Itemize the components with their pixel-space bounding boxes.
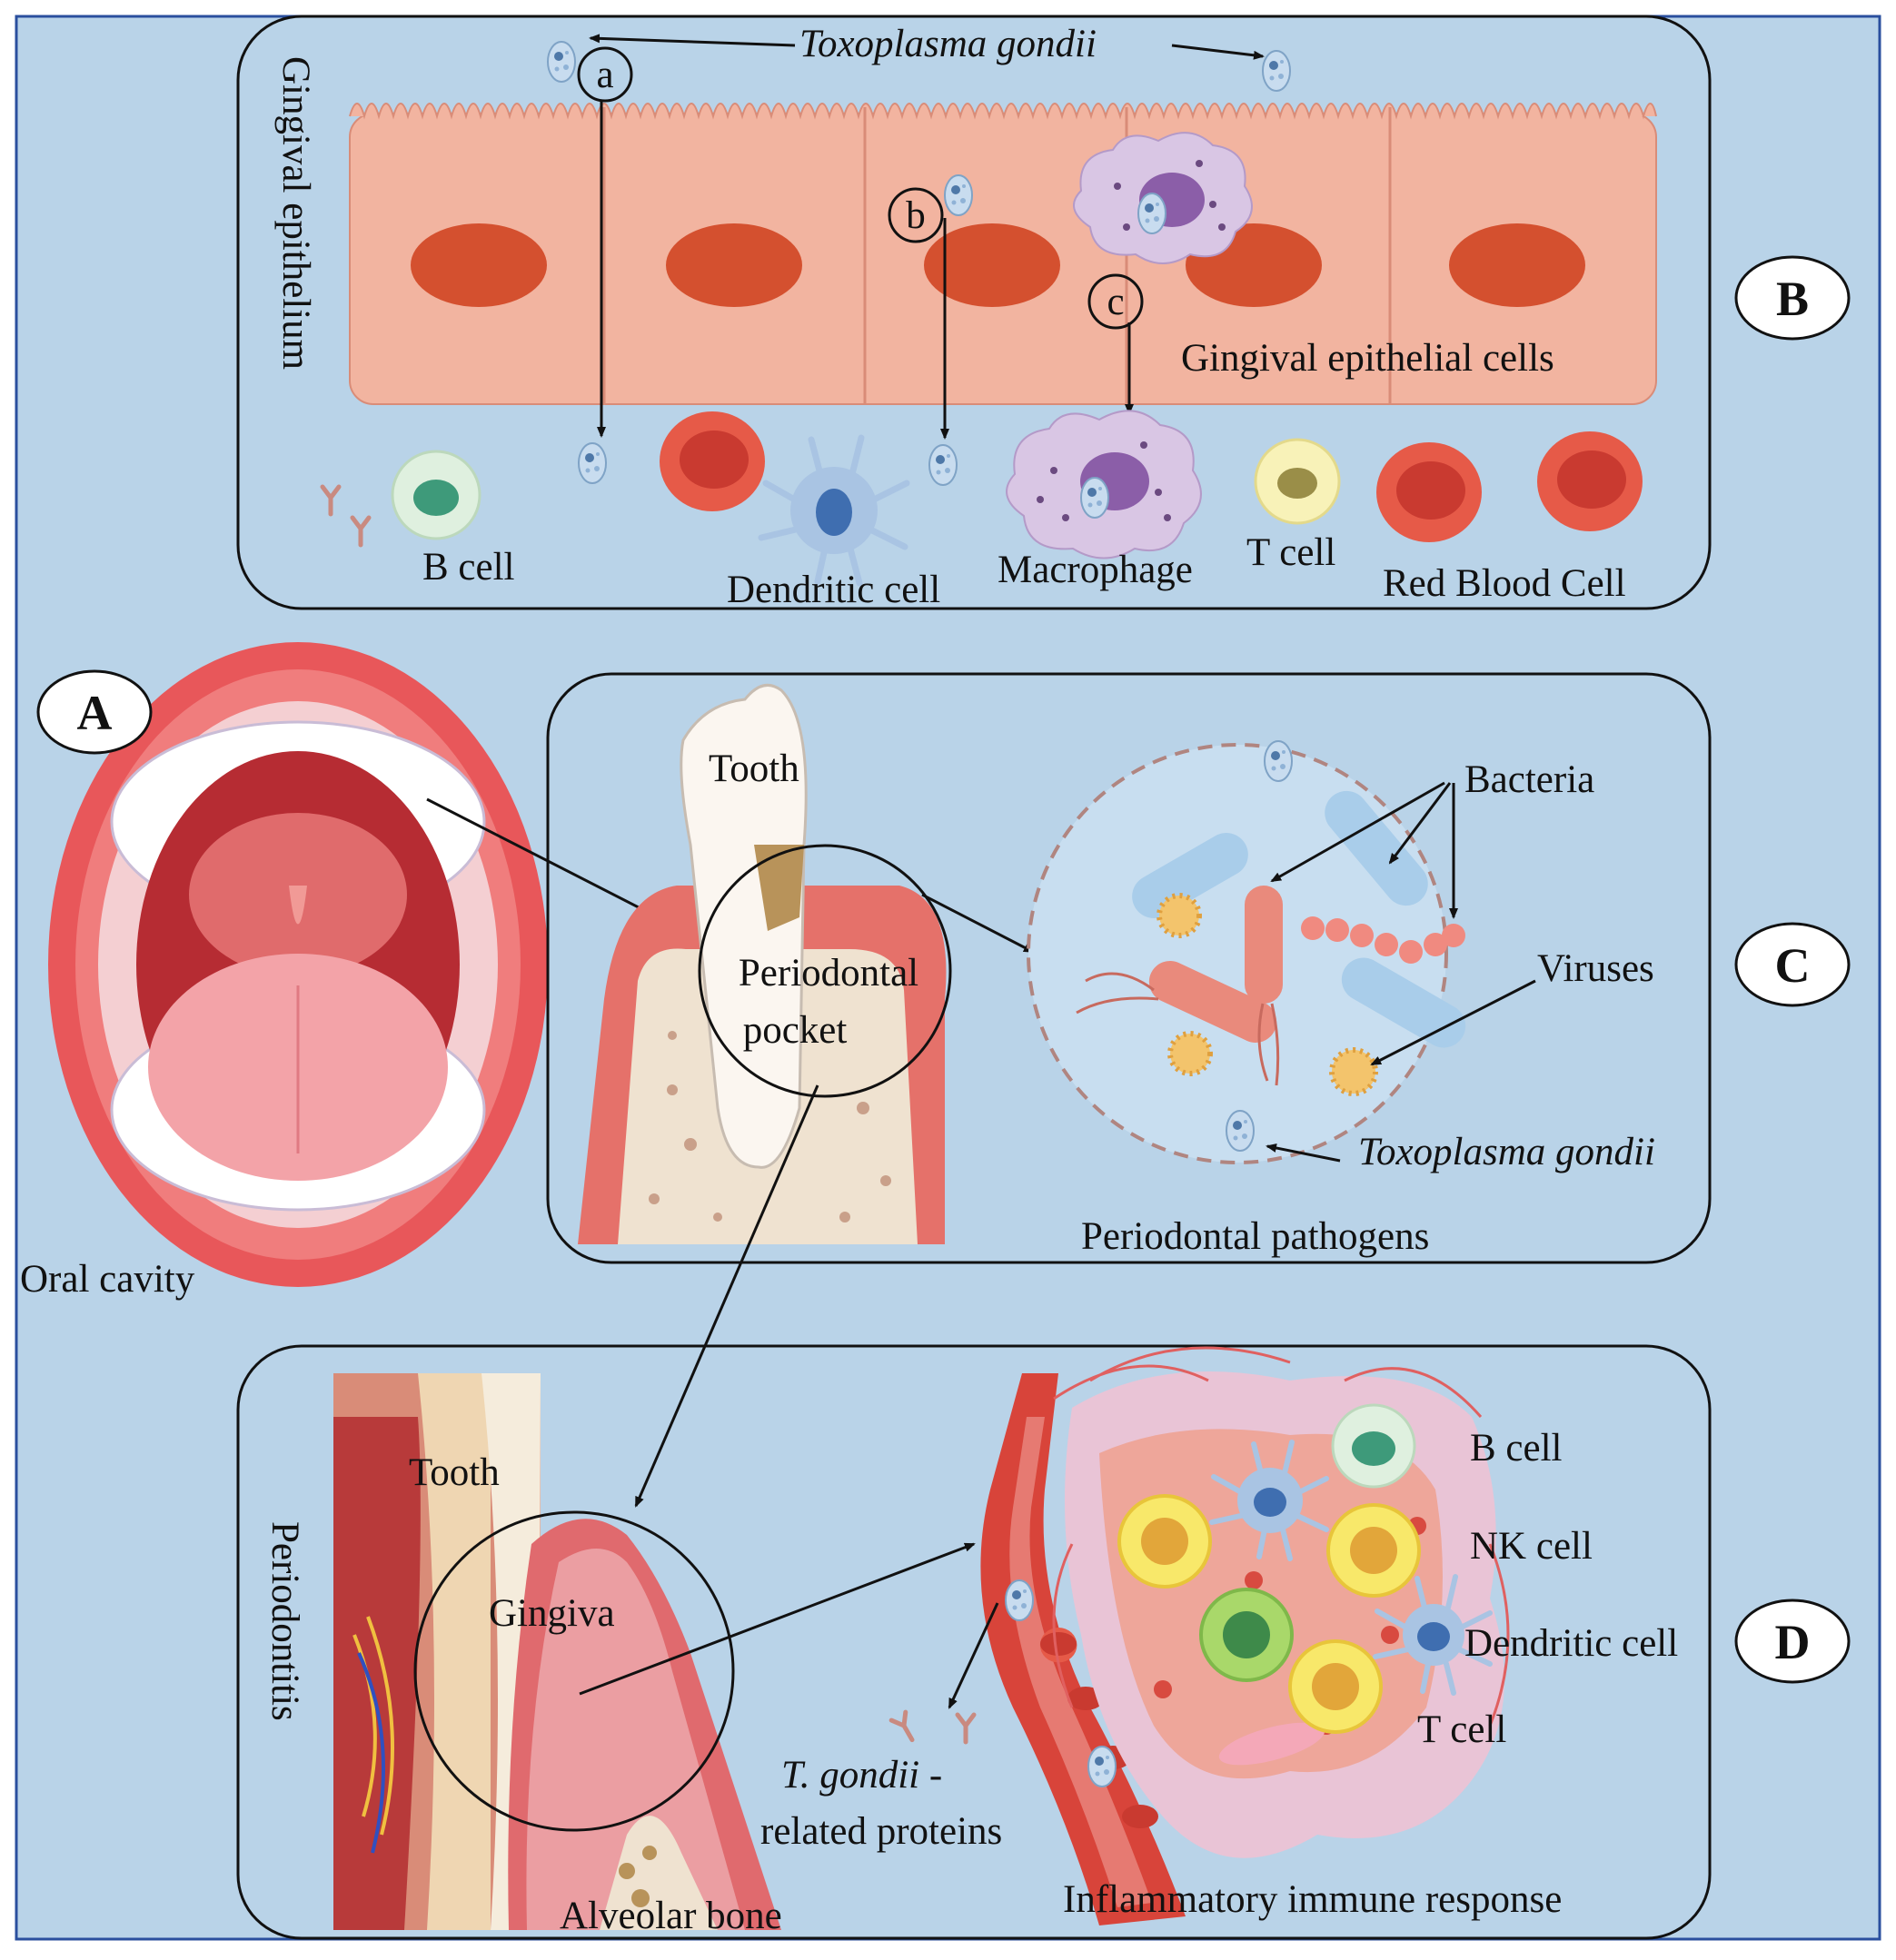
- bacteria-rod-icon: [1148, 961, 1277, 1043]
- gingiva-label: Gingiva: [489, 1592, 615, 1635]
- epithelial-cells-label: Gingival epithelial cells: [1181, 337, 1554, 380]
- toxoplasma-icon: [1264, 740, 1293, 782]
- pocket-label-line1: Periodontal: [739, 952, 918, 995]
- proteins-label-line1: T. gondii -: [781, 1754, 942, 1797]
- red-blood-cell-icon: [660, 411, 765, 511]
- pocket-label-line2: pocket: [743, 1009, 848, 1052]
- route-marker-b: b: [888, 187, 944, 243]
- pathogens-caption: Periodontal pathogens: [1081, 1215, 1429, 1258]
- t-cell-label: T cell: [1417, 1708, 1506, 1751]
- tooth-gum-illustration: [578, 683, 947, 1244]
- svg-text:c: c: [1107, 281, 1124, 323]
- b-cell-label: B cell: [1470, 1427, 1563, 1470]
- svg-text:C: C: [1775, 938, 1811, 993]
- toxoplasma-icon: [944, 174, 973, 216]
- macrophage-label: Macrophage: [998, 549, 1193, 591]
- panel-b: a b c: [236, 15, 1851, 611]
- toxoplasma-label: Toxoplasma gondii: [799, 23, 1097, 65]
- svg-text:D: D: [1775, 1615, 1811, 1669]
- bacteria-label: Bacteria: [1464, 758, 1594, 801]
- route-marker-a: a: [577, 46, 633, 103]
- route-marker-c: c: [1087, 273, 1144, 330]
- toxoplasma-label: Toxoplasma gondii: [1358, 1131, 1655, 1173]
- toxoplasma-icon: [928, 444, 958, 486]
- epithelial-cell-layer: [349, 103, 1657, 405]
- rbc-label: Red Blood Cell: [1383, 562, 1626, 605]
- nucleus: [411, 223, 547, 307]
- dendritic-cell-icon: [758, 434, 910, 587]
- periodontitis-label: Periodontitis: [263, 1521, 306, 1721]
- virus-icon: [1156, 893, 1202, 938]
- panel-c: Tooth Periodontal pocket: [546, 672, 1851, 1508]
- bacteria-rod-icon: [1325, 790, 1428, 906]
- nucleus: [666, 223, 802, 307]
- panel-letter-d: D: [1734, 1599, 1851, 1684]
- red-blood-cell-icon: [1376, 442, 1482, 542]
- pocket-circle: [698, 844, 952, 1098]
- svg-text:A: A: [77, 686, 113, 740]
- bacteria-chain-icon: [1301, 916, 1465, 964]
- panel-a: Oral cavity A: [20, 642, 713, 1301]
- nk-cell-icon: [1326, 1503, 1421, 1598]
- response-label: Inflammatory immune response: [1063, 1878, 1562, 1921]
- proteins-label-line2: related proteins: [760, 1810, 1002, 1853]
- dendritic-cell-icon: [1373, 1574, 1493, 1696]
- panel-d-box: [236, 1344, 1712, 1940]
- dendritic-cell-label: Dendritic cell: [1464, 1622, 1678, 1665]
- gingiva-circle: [413, 1510, 735, 1832]
- pathogen-circle: [1027, 740, 1466, 1164]
- svg-text:a: a: [596, 54, 613, 96]
- tooth-label: Tooth: [709, 747, 799, 790]
- panel-d: Periodontitis Tooth Gingiva Alveolar bon…: [236, 1344, 1851, 1940]
- mouth-icon: [48, 642, 548, 1287]
- macrophage-icon: [1073, 132, 1253, 264]
- tooth-label: Tooth: [409, 1451, 500, 1494]
- toxoplasma-icon: [1262, 50, 1291, 92]
- gingival-epithelium-label: Gingival epithelium: [274, 56, 317, 370]
- viruses-label: Viruses: [1537, 947, 1654, 990]
- t-cell-icon: [1288, 1639, 1383, 1734]
- b-cell-icon: [1331, 1403, 1416, 1489]
- panel-letter-b: B: [1734, 255, 1851, 341]
- alveolar-bone-label: Alveolar bone: [560, 1895, 782, 1937]
- bacteria-rod-icon: [1245, 886, 1283, 1004]
- virus-icon: [1329, 1047, 1378, 1096]
- panel-b-box: [236, 15, 1712, 610]
- gingiva-illustration: [333, 1373, 781, 1930]
- bacteria-rod-icon: [1341, 957, 1466, 1048]
- t-cell-label: T cell: [1246, 531, 1335, 574]
- svg-text:B: B: [1776, 272, 1809, 326]
- panel-letter-a: A: [36, 669, 153, 755]
- t-cell-icon: [1254, 438, 1341, 525]
- toxoplasma-icon: [1226, 1110, 1255, 1152]
- macrophage-icon: [1006, 410, 1202, 559]
- toxoplasma-icon: [547, 41, 576, 83]
- b-cell-label: B cell: [422, 546, 515, 589]
- svg-text:b: b: [906, 194, 926, 237]
- nk-cell-icon: [1117, 1494, 1212, 1589]
- dendritic-cell-label: Dendritic cell: [727, 569, 940, 611]
- t-cell-icon: [1199, 1588, 1294, 1682]
- oral-cavity-label: Oral cavity: [20, 1258, 195, 1301]
- panel-letter-c: C: [1734, 922, 1851, 1007]
- panel-c-box: [546, 672, 1712, 1264]
- toxoplasma-icon: [578, 442, 607, 484]
- b-cell-icon: [391, 450, 481, 540]
- dendritic-cell-icon: [1209, 1440, 1329, 1561]
- nk-cell-label: NK cell: [1470, 1525, 1593, 1568]
- bacteria-rod-icon: [1132, 833, 1248, 918]
- red-blood-cell-icon: [1537, 431, 1643, 531]
- nucleus: [1449, 223, 1585, 307]
- virus-icon: [1167, 1031, 1213, 1076]
- nucleus: [924, 223, 1060, 307]
